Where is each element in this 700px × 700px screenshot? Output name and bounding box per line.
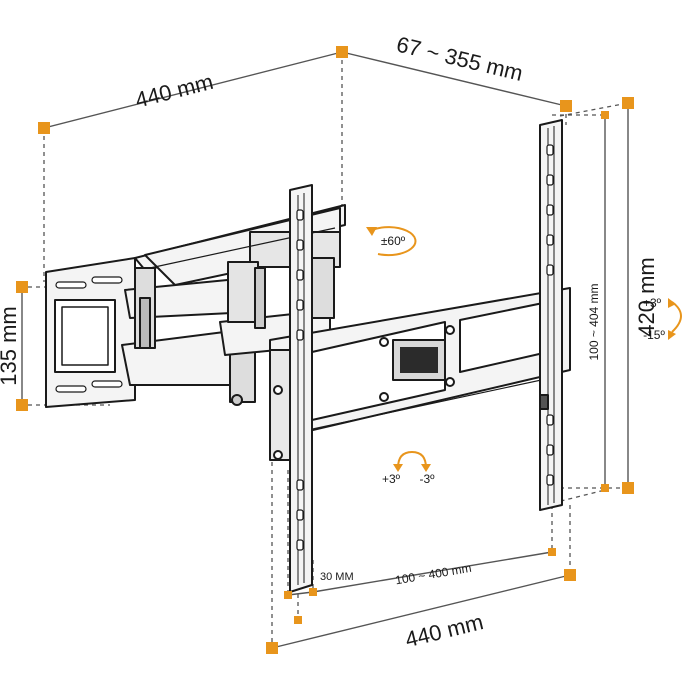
marker-vesa-h-right xyxy=(548,548,556,556)
bottom-width-label: 440 mm xyxy=(403,609,486,652)
dimension-lines xyxy=(21,51,629,649)
arm-extension-line xyxy=(341,51,567,107)
right-vertical-bracket xyxy=(539,119,563,511)
rotate-arrow-icon xyxy=(366,226,417,257)
marker-height-bottom xyxy=(622,482,634,494)
swivel-angle-label: ±60º xyxy=(381,234,406,248)
marker-top-right xyxy=(560,100,572,112)
marker-vesa-bottom xyxy=(601,484,609,492)
marker-rail-right xyxy=(309,588,317,596)
marker-bottom-left xyxy=(266,642,278,654)
tilt-arrows-icon xyxy=(668,298,682,340)
marker-vesa-top xyxy=(601,111,609,119)
arm-extension-label: 67 ~ 355 mm xyxy=(394,31,525,85)
marker-top-mid xyxy=(336,46,348,58)
marker-top-left xyxy=(38,122,50,134)
dashed-extension-lines xyxy=(20,52,629,648)
marker-plate-bottom xyxy=(16,399,28,411)
left-vertical-bracket xyxy=(269,184,313,593)
marker-rail-left xyxy=(284,591,292,599)
vesa-vertical-label: 100 ~ 404 mm xyxy=(587,283,601,360)
top-width-label: 440 mm xyxy=(133,69,216,113)
marker-height-top xyxy=(622,97,634,109)
level-adjust-arrows-icon xyxy=(393,450,431,472)
marker-plate-top xyxy=(16,281,28,293)
bottom-width-line xyxy=(271,574,571,649)
top-width-line xyxy=(43,51,343,129)
total-height-label: 420 mm xyxy=(634,257,659,336)
marker-vesa-h-left xyxy=(294,616,302,624)
dimension-markers xyxy=(16,46,634,654)
tilt-down-label: -15º xyxy=(643,328,665,342)
level-minus-label: -3º xyxy=(419,472,435,486)
level-plus-label: +3º xyxy=(382,472,401,486)
marker-bottom-right xyxy=(564,569,576,581)
rail-width-label: 30 MM xyxy=(320,571,354,583)
tv-mount-illustration xyxy=(45,119,571,593)
horizontal-rail xyxy=(269,287,571,441)
vesa-horizontal-line xyxy=(312,551,553,593)
tilt-up-label: +3º xyxy=(643,296,662,310)
wall-plate-height-label: 135 mm xyxy=(0,306,21,385)
vesa-horizontal-label: 100 ~ 400 mm xyxy=(394,561,472,588)
rail-width-line xyxy=(287,591,314,596)
